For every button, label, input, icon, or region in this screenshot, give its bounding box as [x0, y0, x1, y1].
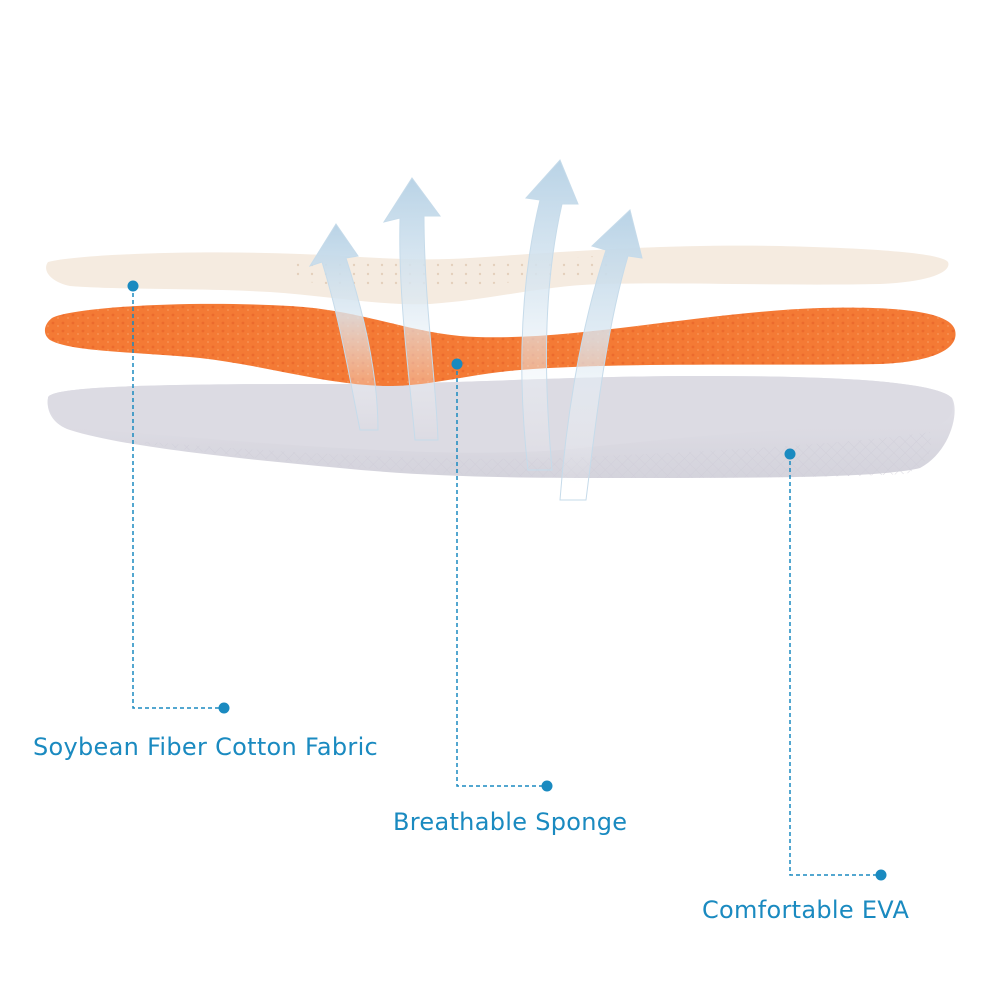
callout-dot-icon [875, 869, 887, 881]
callout-dot-icon [127, 280, 139, 292]
layer-label-sponge: Breathable Sponge [393, 808, 628, 836]
sponge-layer [44, 303, 956, 386]
callout-dot-icon [784, 448, 796, 460]
callout-dot-icon [218, 702, 230, 714]
layer-label-fabric: Soybean Fiber Cotton Fabric [33, 733, 379, 761]
callout-fabric [132, 286, 224, 709]
callout-eva [789, 454, 881, 876]
airflow-arrow-icon [308, 223, 379, 431]
layer-label-eva: Comfortable EVA [702, 896, 910, 924]
airflow-arrows [308, 159, 643, 501]
airflow-arrow-icon [559, 209, 643, 501]
callout-sponge [456, 364, 547, 787]
airflow-arrow-icon [521, 159, 579, 471]
callout-dot-icon [451, 358, 463, 370]
eva-layer [47, 376, 955, 478]
fabric-layer [46, 245, 949, 305]
airflow-arrow-icon [382, 177, 441, 441]
callout-dot-icon [541, 780, 553, 792]
